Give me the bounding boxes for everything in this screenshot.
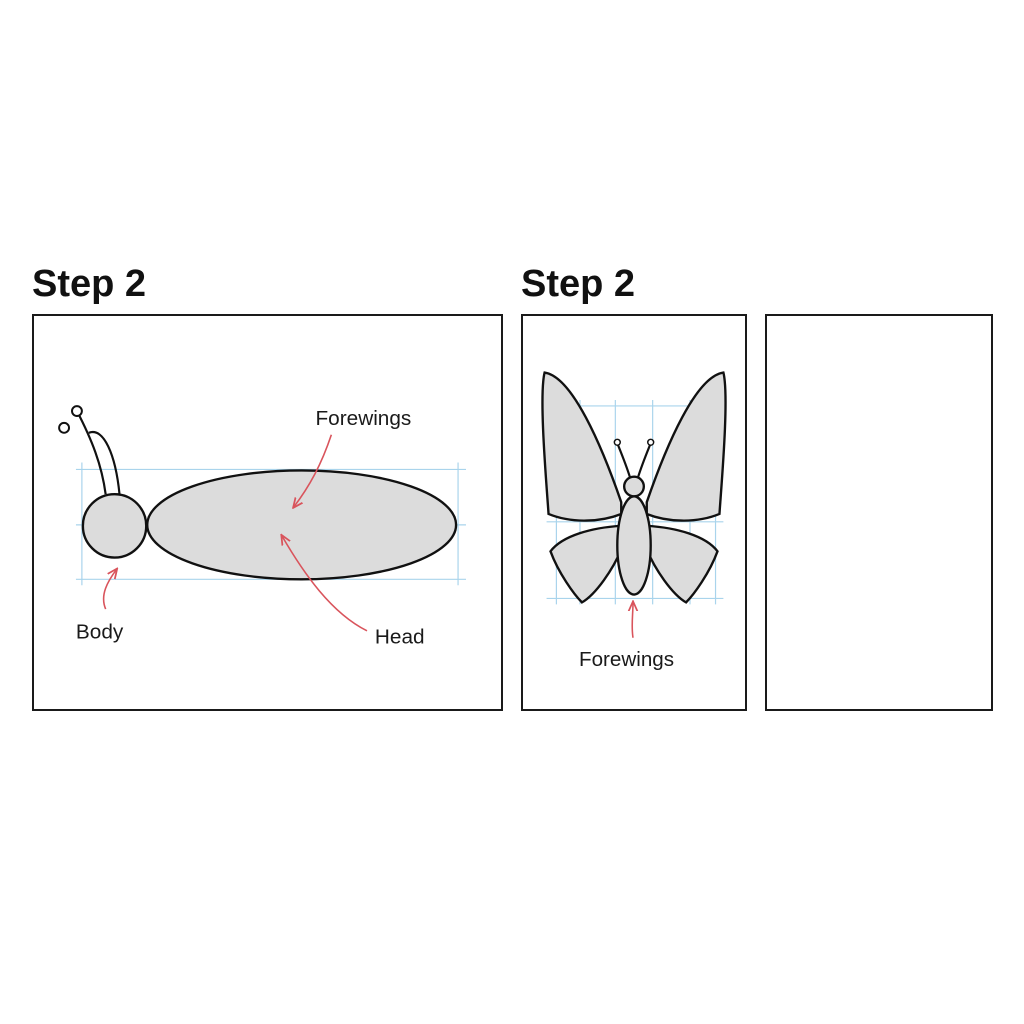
butterfly-head — [622, 475, 646, 498]
body-ellipse — [146, 469, 458, 581]
label-head: Head — [375, 626, 425, 649]
side-view-drawing: Forewings Body Head — [58, 405, 466, 649]
empty-panel — [765, 314, 993, 711]
step-panel-top-view: Forewings — [521, 314, 747, 711]
right-forewing — [645, 371, 727, 522]
arrow-forewings-2 — [632, 602, 633, 638]
arrow-body — [102, 569, 117, 610]
left-forewing — [541, 371, 623, 522]
step-title-2: Step 2 — [521, 263, 636, 305]
step-panel-side-view: Forewings Body Head — [32, 314, 503, 711]
step-title-1: Step 2 — [32, 263, 147, 305]
label-forewings: Forewings — [316, 407, 412, 430]
butterfly-body — [616, 495, 652, 596]
antennae — [58, 405, 121, 495]
right-hindwing — [645, 524, 719, 604]
head-circle — [81, 492, 148, 559]
butterfly-antennae — [613, 438, 655, 478]
top-view-drawing: Forewings — [541, 371, 727, 671]
label-body: Body — [76, 621, 124, 644]
arrow-forewings — [294, 434, 333, 507]
left-hindwing — [549, 524, 623, 604]
label-forewings-2: Forewings — [579, 648, 674, 671]
arrow-head — [282, 536, 368, 632]
